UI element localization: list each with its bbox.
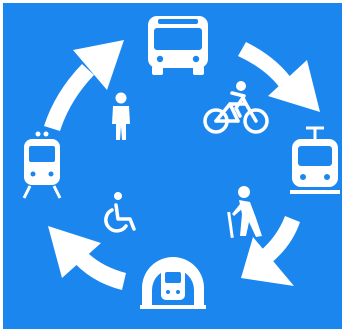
elderly-person-with-cane-icon — [227, 186, 262, 239]
metro-underground-icon — [140, 257, 206, 309]
arrow-tram-to-metro — [241, 216, 300, 286]
arrow-metro-to-train — [48, 226, 126, 290]
bus-icon — [148, 16, 208, 75]
arrow-bus-to-tram — [238, 42, 320, 112]
train-icon — [22, 131, 62, 199]
arrow-train-to-bus — [44, 40, 124, 131]
pedestrian-icon — [112, 92, 130, 140]
tram-icon — [290, 126, 340, 194]
bicycle-icon — [203, 81, 269, 134]
wheelchair-accessibility-icon — [104, 192, 136, 233]
